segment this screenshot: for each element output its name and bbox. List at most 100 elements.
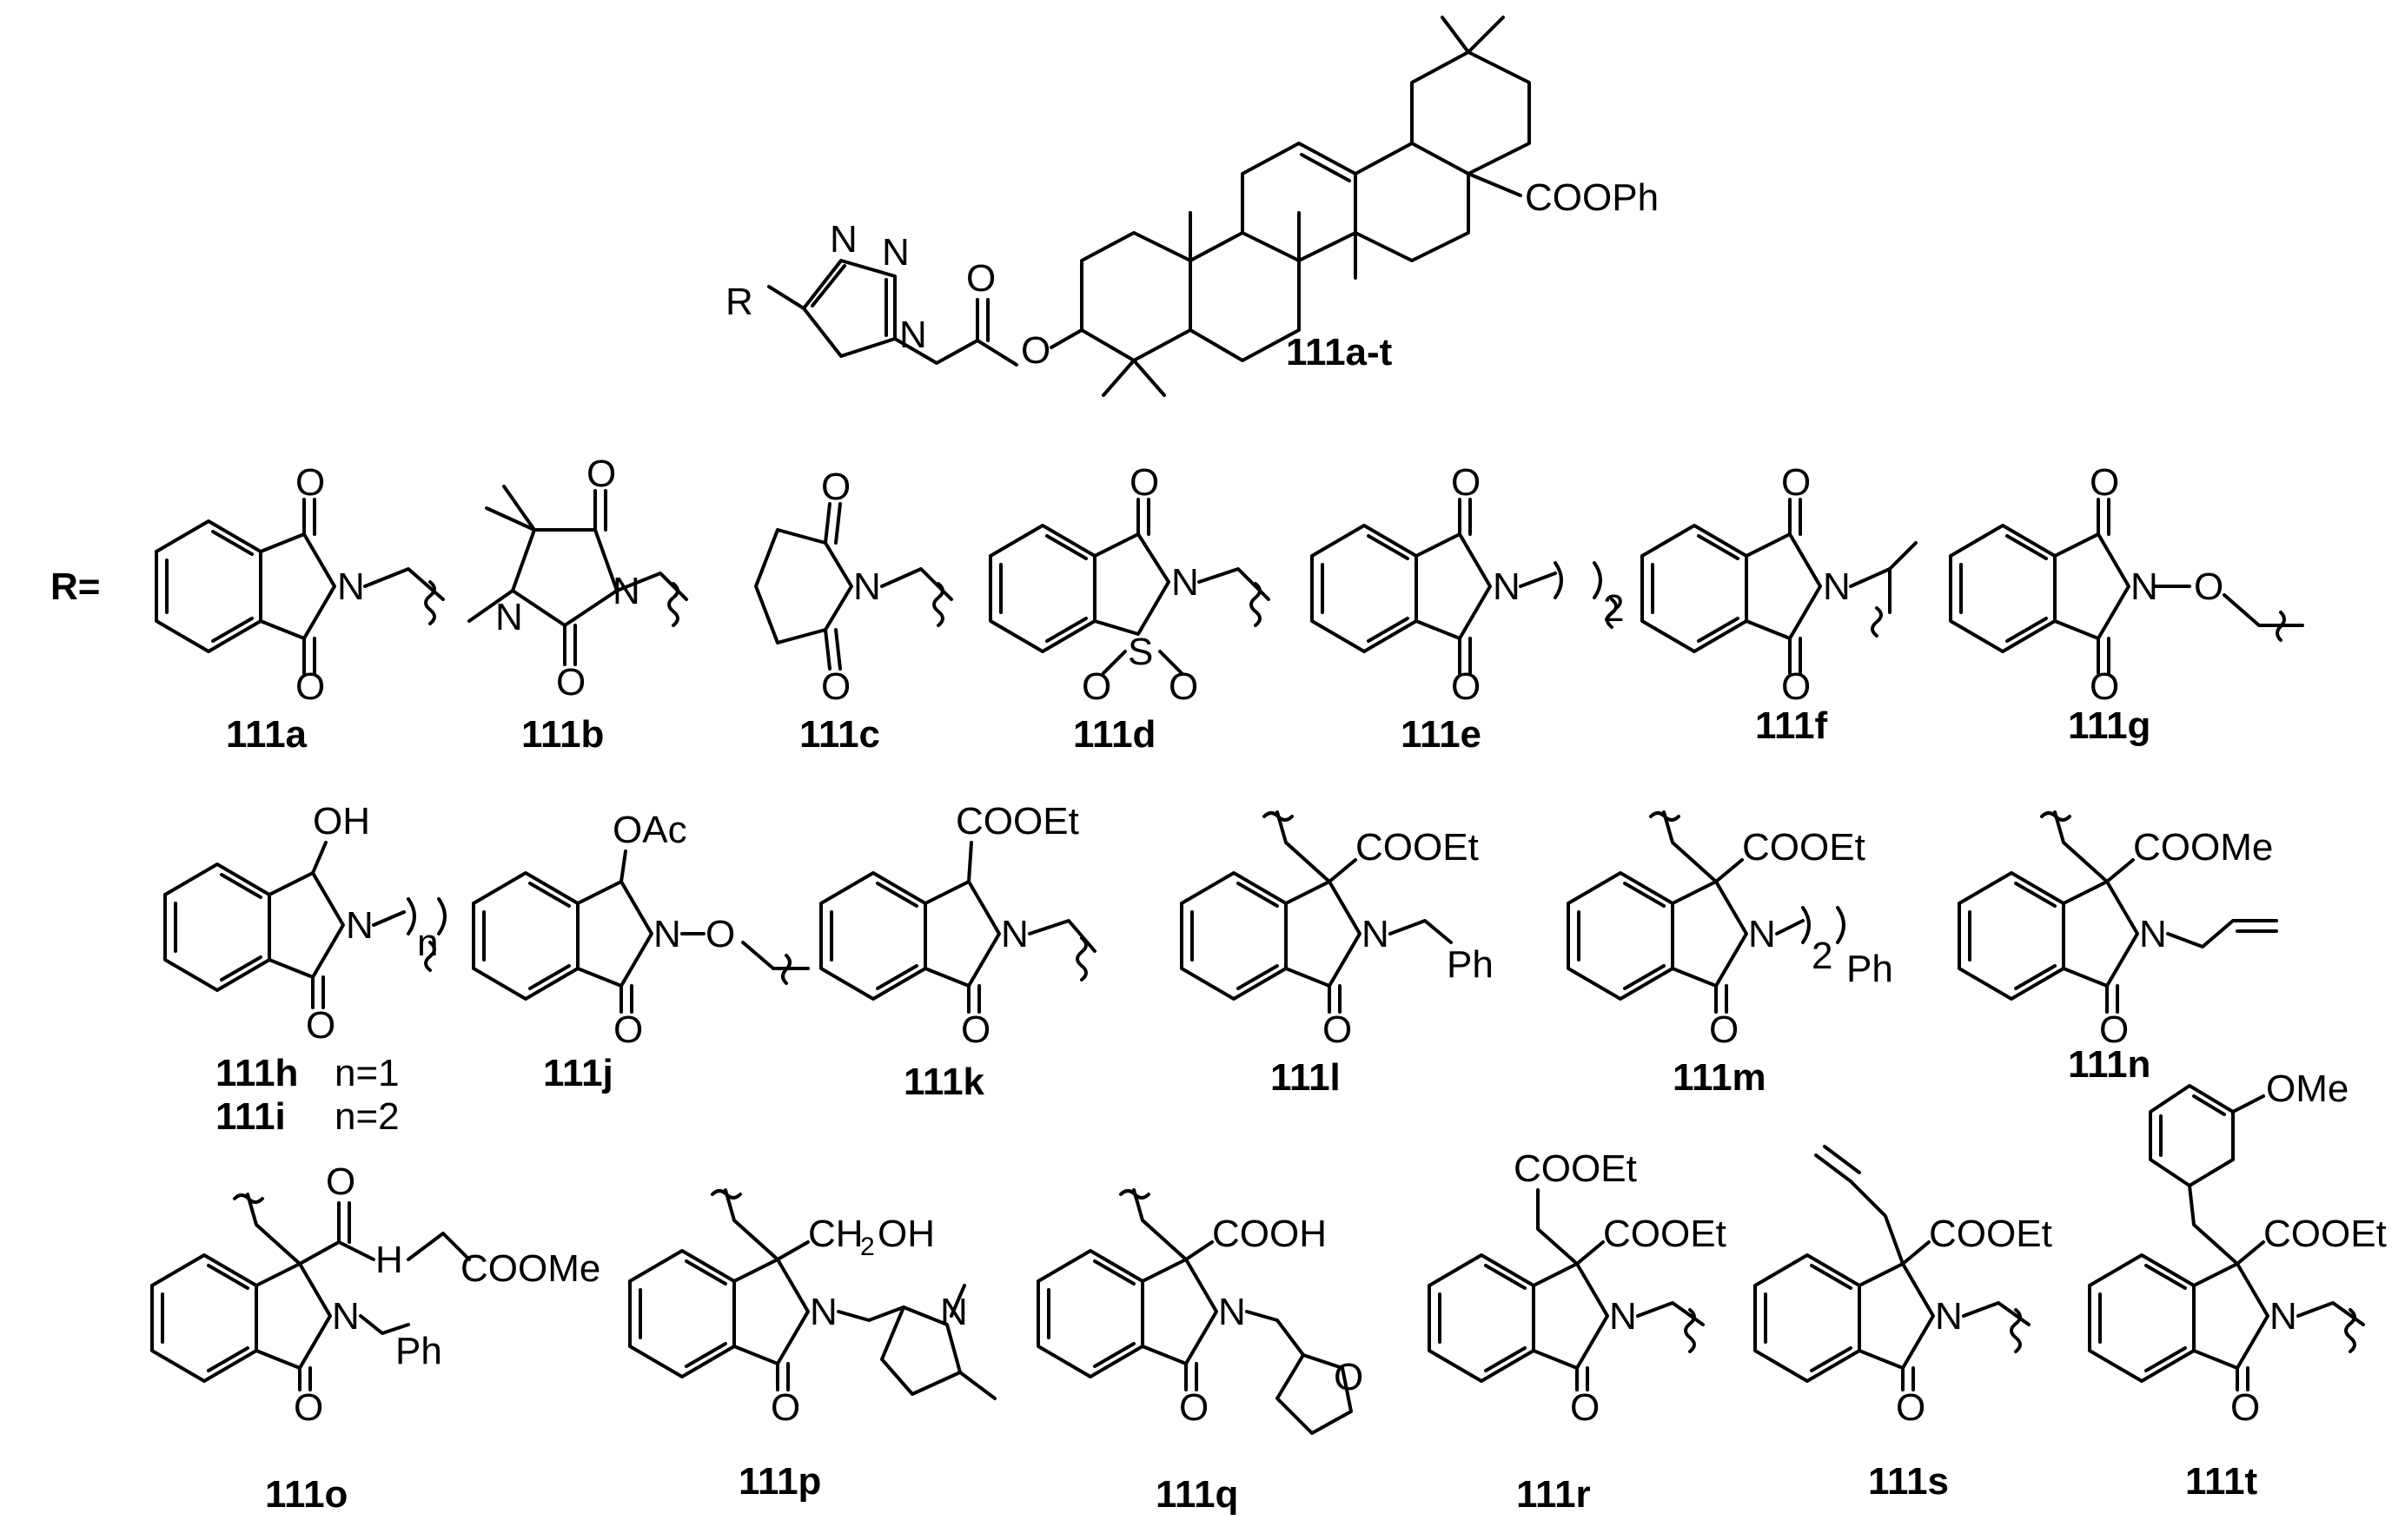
substituent-111s: COOEt xyxy=(1929,1213,2052,1255)
ph-111m: Ph xyxy=(1846,948,1893,990)
label-111f: 111f xyxy=(1755,704,1828,747)
o-111k-bottom: O xyxy=(961,1008,990,1051)
ester-oxygen: O xyxy=(1021,329,1050,372)
core-r-group: R xyxy=(725,281,753,323)
n-111b-left: N xyxy=(495,596,523,638)
subscript-111p: 2 xyxy=(860,1233,875,1261)
o-111r-bottom: O xyxy=(1570,1386,1600,1429)
n-111b-right: N xyxy=(613,570,640,612)
structure-111r: COOEt COOEt N O 111r xyxy=(1428,1147,1726,1516)
label-111r: 111r xyxy=(1516,1473,1591,1516)
substituent-111o: COOMe xyxy=(460,1247,600,1290)
n-111k: N xyxy=(1001,913,1029,955)
core-structure: R N N N O O COOPh 111a-t xyxy=(725,16,1659,397)
n-111a: N xyxy=(337,565,365,608)
n-111d: N xyxy=(1171,561,1199,604)
label-111g: 111g xyxy=(2068,704,2150,747)
triazole-n1: N xyxy=(830,218,858,261)
o-111d-left: O xyxy=(1082,665,1111,708)
o-111e-top: O xyxy=(1451,461,1481,504)
ph-111l: Ph xyxy=(1447,943,1494,986)
structure-111g: O N O O 111g xyxy=(1949,461,2304,747)
o-111g-top: O xyxy=(2090,461,2119,504)
o-111b-top: O xyxy=(586,453,616,495)
structure-111s: COOEt N O 111s xyxy=(1753,1145,2052,1503)
o-111s-bottom: O xyxy=(1896,1386,1925,1429)
o-111n-bottom: O xyxy=(2099,1008,2129,1051)
structure-111p: CH 2 OH N N O 111p xyxy=(628,1188,997,1503)
label-111l: 111l xyxy=(1270,1056,1341,1099)
o-111f-top: O xyxy=(1781,461,1811,504)
label-111p: 111p xyxy=(739,1460,821,1503)
label-111e: 111e xyxy=(1401,713,1481,756)
amide-nh-111o: H xyxy=(375,1239,403,1281)
structure-111d: O N S O O 111d xyxy=(989,461,1270,756)
oh-111p: OH xyxy=(878,1213,935,1255)
label-111i: 111i xyxy=(215,1095,286,1138)
o-111g-bottom: O xyxy=(2090,665,2119,708)
o-111c-bottom: O xyxy=(821,665,851,708)
label-111q: 111q xyxy=(1156,1473,1238,1516)
ome-111t: OMe xyxy=(2266,1067,2349,1110)
label-111k: 111k xyxy=(904,1061,985,1103)
o-111f-bottom: O xyxy=(1781,665,1811,708)
label-111s: 111s xyxy=(1868,1460,1949,1503)
o-111d-top: O xyxy=(1130,461,1159,504)
o-111j-link: O xyxy=(706,913,735,955)
r-equals-label: R= xyxy=(50,565,100,608)
o-111b-bottom: O xyxy=(556,661,586,704)
n-111c: N xyxy=(853,565,881,608)
n-111s: N xyxy=(1935,1295,1963,1338)
structure-111o: O H COOMe N O Ph 111o xyxy=(150,1160,600,1516)
o-111c-top: O xyxy=(821,466,851,508)
structure-111t: OMe COOEt N O 111t xyxy=(2088,1067,2387,1503)
structure-111l: COOEt N O Ph 111l xyxy=(1180,810,1494,1099)
substituent-111m: COOEt xyxy=(1742,826,1865,869)
label-111t: 111t xyxy=(2185,1460,2258,1503)
structure-111j: OAc N O O 111j xyxy=(472,809,810,1094)
label-111a: 111a xyxy=(226,713,308,756)
n-111e: N xyxy=(1493,565,1521,608)
n-111f: N xyxy=(1823,565,1851,608)
structure-111b: O N N O 111b xyxy=(467,453,688,756)
n-111t: N xyxy=(2269,1295,2297,1338)
o-111e-bottom: O xyxy=(1451,665,1481,708)
structure-111a: O N O 111a xyxy=(155,461,445,756)
structure-111q: COOH N O O 111q xyxy=(1037,1188,1363,1516)
structure-111m: COOEt N O 2 Ph 111m xyxy=(1567,810,1893,1099)
n-111n: N xyxy=(2139,913,2167,955)
note-111i: n=2 xyxy=(335,1095,400,1138)
substituent-111t: COOEt xyxy=(2263,1213,2387,1255)
n-111p: N xyxy=(810,1291,838,1333)
o-111t-bottom: O xyxy=(2230,1386,2260,1429)
n-111o: N xyxy=(332,1295,360,1338)
label-111c: 111c xyxy=(799,713,880,756)
n-111l: N xyxy=(1362,913,1389,955)
substituent2-111r: COOEt xyxy=(1514,1147,1637,1190)
label-111m: 111m xyxy=(1673,1056,1766,1099)
label-111b: 111b xyxy=(521,713,604,756)
o-111a-top: O xyxy=(295,461,325,504)
triazole-n2: N xyxy=(882,231,910,274)
o-111g-link: O xyxy=(2194,565,2223,608)
o-111l-bottom: O xyxy=(1322,1008,1352,1051)
core-compound-label: 111a-t xyxy=(1286,331,1393,373)
o-111h-bottom: O xyxy=(306,1004,335,1047)
structure-111c: O N O 111c xyxy=(754,466,953,756)
o-111o-amide: O xyxy=(326,1160,355,1203)
subscript-111e: 2 xyxy=(1603,587,1624,630)
label-111n: 111n xyxy=(2068,1043,2150,1086)
n-111j: N xyxy=(653,913,681,955)
carbonyl-oxygen: O xyxy=(966,257,996,300)
o-111m-bottom: O xyxy=(1709,1008,1739,1051)
s-111d: S xyxy=(1128,631,1153,673)
label-111j: 111j xyxy=(543,1052,613,1094)
structure-111k: COOEt N O 111k xyxy=(819,800,1096,1103)
substituent-111k: COOEt xyxy=(956,800,1079,843)
oac-111j: OAc xyxy=(613,809,687,851)
o-111d-right: O xyxy=(1169,665,1198,708)
n-111q: N xyxy=(1218,1291,1246,1333)
o-111a-bottom: O xyxy=(295,665,325,708)
n-111r: N xyxy=(1609,1295,1637,1338)
